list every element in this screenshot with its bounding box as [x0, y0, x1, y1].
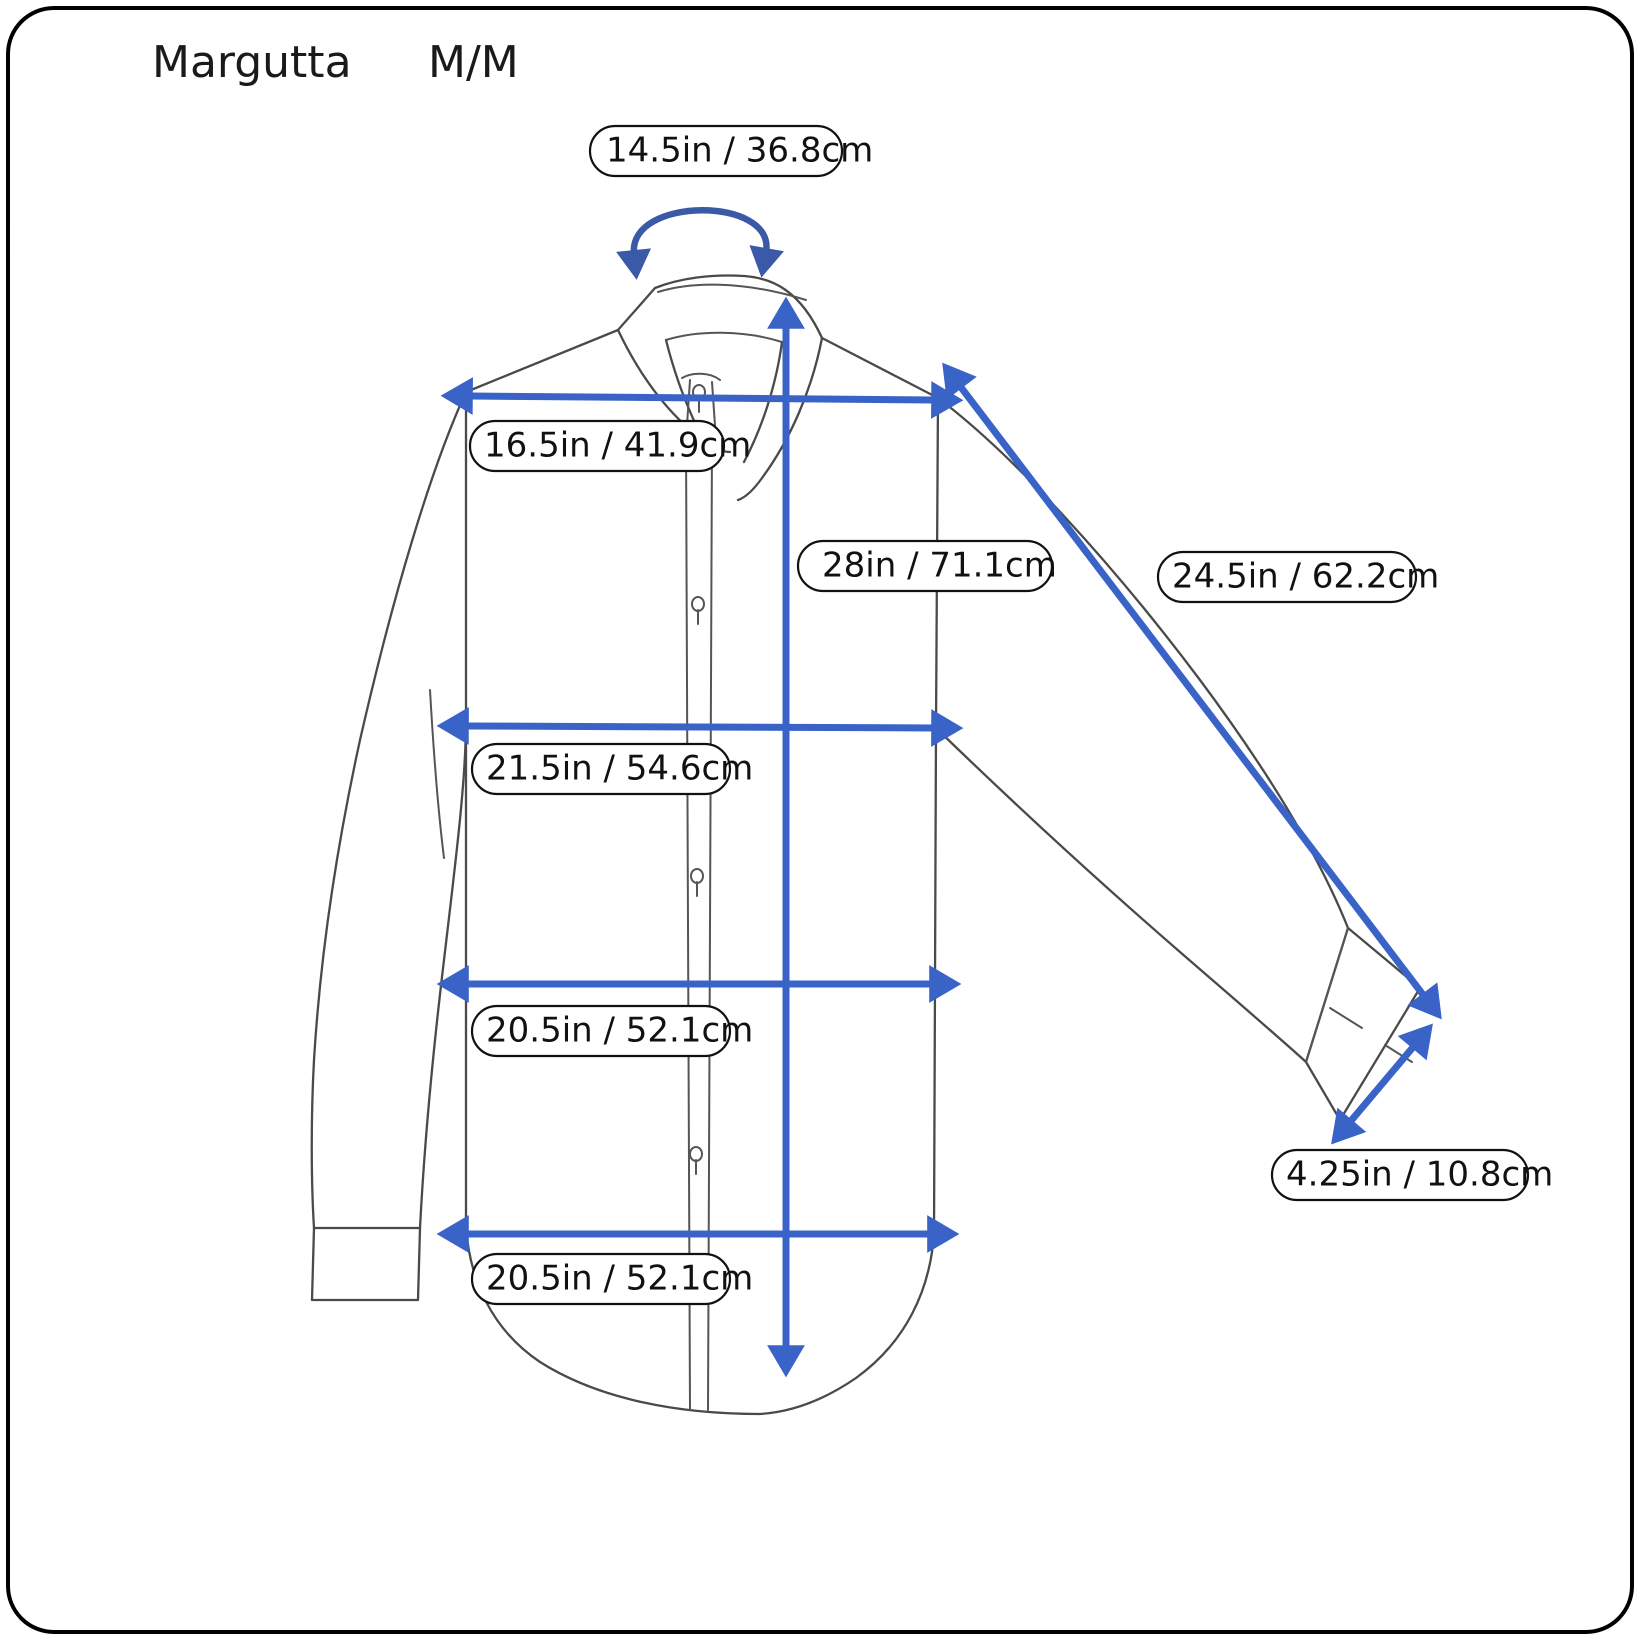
- waist-measurement: 20.5in / 52.1cm: [470, 1004, 753, 1058]
- collar-band-line: [657, 283, 807, 301]
- shoulder-measurement: 16.5in / 41.9cm: [468, 419, 751, 473]
- sleeve-label-text: 24.5in / 62.2cm: [1172, 557, 1439, 597]
- chest-label-text: 21.5in / 54.6cm: [486, 749, 753, 789]
- cuff-label-pill: [1270, 1148, 1530, 1202]
- neck-label-text: 14.5in / 36.8cm: [606, 131, 873, 171]
- shoulder-label-text: 16.5in / 41.9cm: [484, 426, 751, 466]
- neck-measurement: 14.5in / 36.8cm: [588, 124, 873, 178]
- diagram-frame: [6, 6, 1634, 1634]
- chest-label-pill: [470, 742, 732, 796]
- cuff-label-text: 4.25in / 10.8cm: [1286, 1155, 1553, 1195]
- length-label-text: 28in / 71.1cm: [822, 546, 1057, 586]
- sleeve-measurement: 24.5in / 62.2cm: [1156, 550, 1439, 604]
- hem-label-text: 20.5in / 52.1cm: [486, 1259, 753, 1299]
- sleeve-label-pill: [1156, 550, 1418, 604]
- length-measurement: 28in / 71.1cm: [796, 539, 1057, 593]
- shoulder-measure-arrow: [440, 377, 964, 419]
- hem-measurement: 20.5in / 52.1cm: [470, 1252, 753, 1306]
- shirt-body-left-outline: [464, 390, 762, 1416]
- chest-measurement: 21.5in / 54.6cm: [470, 742, 753, 796]
- size-label: M/M: [428, 37, 519, 88]
- neck-label-pill: [588, 124, 844, 178]
- cuff-measurement: 4.25in / 10.8cm: [1270, 1148, 1553, 1202]
- length-label-pill: [796, 539, 1054, 593]
- cuff-measure-arrow: [1331, 1023, 1433, 1145]
- chest-measure-arrow: [436, 707, 964, 747]
- left-cuff-outline: [310, 1226, 422, 1302]
- neck-measure-arrow: [616, 207, 784, 280]
- left-sleeve-outline: [310, 390, 468, 1230]
- brand-title: Margutta: [152, 37, 352, 88]
- left-armhole-seam: [429, 689, 445, 859]
- sleeve-measure-arrow: [942, 362, 1442, 1020]
- waist-label-pill: [470, 1004, 732, 1058]
- hem-label-pill: [470, 1252, 732, 1306]
- shoulder-label-pill: [468, 419, 726, 473]
- waist-label-text: 20.5in / 52.1cm: [486, 1011, 753, 1051]
- shirt-body-right-outline: [758, 396, 940, 1416]
